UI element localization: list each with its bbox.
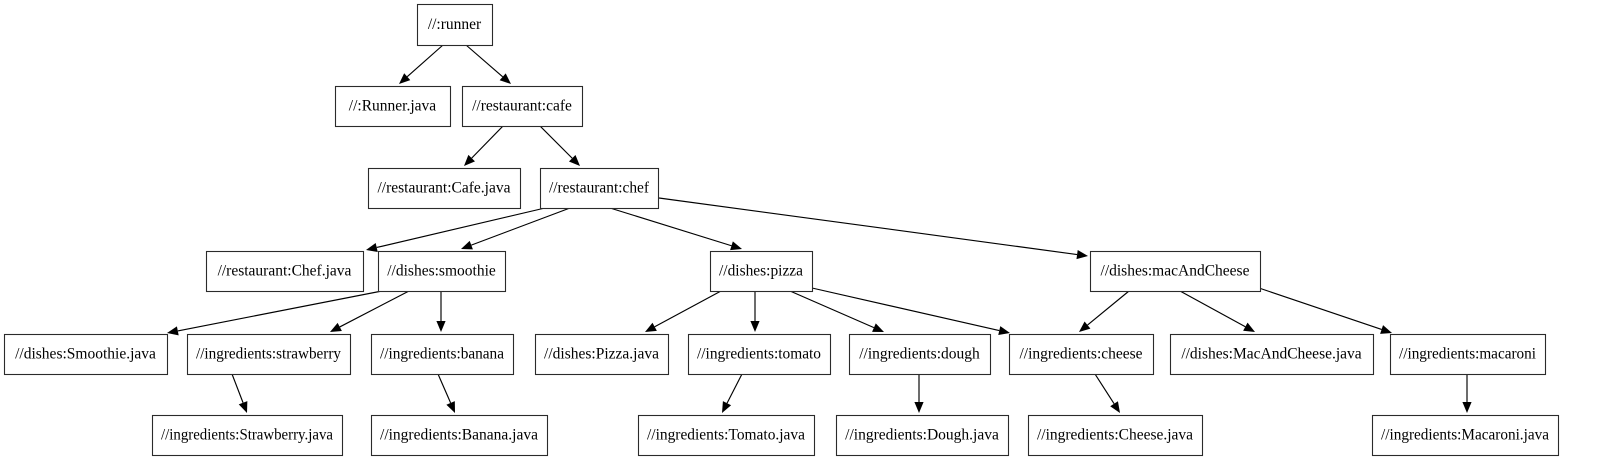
graph-node-label: //restaurant:chef (549, 180, 650, 197)
graph-node-label: //ingredients:macaroni (1399, 346, 1537, 363)
graph-node-label: //ingredients:dough (859, 346, 980, 363)
edges-layer (167, 44, 1472, 413)
graph-node-label: //dishes:macAndCheese (1101, 263, 1250, 280)
graph-node-dough[interactable]: //ingredients:dough (848, 333, 992, 376)
graph-edge (539, 125, 580, 166)
nodes-layer: //:runner //:Runner.java //restaurant:cafe… (3, 3, 1560, 457)
graph-node-banana_java[interactable]: //ingredients:Banana.java (370, 414, 549, 457)
graph-node-macaroni[interactable]: //ingredients:macaroni (1389, 333, 1547, 376)
graph-edge (461, 207, 571, 250)
graph-edge (436, 291, 446, 332)
graph-node-label: //dishes:Smoothie.java (15, 346, 156, 363)
graph-edge (231, 373, 248, 413)
graph-edge (465, 44, 511, 84)
graph-node-label: //ingredients:Cheese.java (1037, 427, 1193, 444)
graph-edge (1258, 287, 1392, 334)
graph-node-label: //:Runner.java (349, 98, 437, 115)
graph-node-smoothie[interactable]: //dishes:smoothie (377, 250, 507, 293)
graph-edge (330, 290, 410, 332)
graph-node-label: //dishes:Pizza.java (544, 346, 659, 363)
graph-node-label: //dishes:pizza (719, 263, 803, 280)
graph-edge (1094, 373, 1120, 413)
graph-node-banana[interactable]: //ingredients:banana (370, 333, 515, 376)
graph-node-cheese_java[interactable]: //ingredients:Cheese.java (1027, 414, 1204, 457)
graph-node-tomato_java[interactable]: //ingredients:Tomato.java (637, 414, 816, 457)
graph-node-label: //restaurant:cafe (472, 98, 572, 115)
graph-node-dough_java[interactable]: //ingredients:Dough.java (835, 414, 1010, 457)
graph-edge (1462, 374, 1472, 413)
graph-edge (722, 373, 743, 413)
graph-node-macaroni_java[interactable]: //ingredients:Macaroni.java (1371, 414, 1560, 457)
graph-node-label: //ingredients:banana (380, 346, 504, 363)
graph-node-runner_java[interactable]: //:Runner.java (334, 85, 452, 128)
graph-edge (645, 290, 722, 332)
graph-node-label: //ingredients:Tomato.java (647, 427, 805, 444)
graph-node-label: //ingredients:Strawberry.java (161, 427, 333, 444)
graph-node-label: //restaurant:Chef.java (218, 263, 352, 280)
graph-node-label: //:runner (428, 16, 482, 33)
graph-edge (437, 373, 455, 413)
graph-edge (750, 291, 760, 332)
graph-node-cafe[interactable]: //restaurant:cafe (461, 85, 584, 128)
graph-node-strawberry_java[interactable]: //ingredients:Strawberry.java (151, 414, 344, 457)
graph-edge (366, 207, 546, 252)
graph-node-strawberry[interactable]: //ingredients:strawberry (186, 333, 352, 376)
graph-node-label: //dishes:MacAndCheese.java (1181, 346, 1361, 363)
graph-node-label: //restaurant:Cafe.java (378, 180, 511, 197)
graph-edge (658, 197, 1088, 260)
graph-node-macandcheese_java[interactable]: //dishes:MacAndCheese.java (1169, 333, 1375, 376)
graph-edge (464, 125, 504, 166)
graph-edge (399, 44, 444, 84)
graph-node-label: //ingredients:tomato (697, 346, 821, 363)
graph-edge (811, 287, 1010, 336)
graph-node-label: //ingredients:Dough.java (845, 427, 999, 444)
graph-node-label: //ingredients:cheese (1019, 346, 1142, 363)
graph-edge (914, 374, 924, 413)
graph-node-label: //ingredients:Banana.java (380, 427, 538, 444)
graph-node-label: //dishes:smoothie (387, 263, 496, 280)
graph-edge (1079, 290, 1130, 332)
graph-node-label: //ingredients:strawberry (196, 346, 341, 363)
graph-node-tomato[interactable]: //ingredients:tomato (687, 333, 832, 376)
graph-node-label: //ingredients:Macaroni.java (1381, 427, 1549, 444)
graph-edge (167, 290, 383, 336)
graph-node-chef_java[interactable]: //restaurant:Chef.java (205, 250, 365, 293)
graph-edge (789, 290, 884, 332)
graph-node-chef[interactable]: //restaurant:chef (539, 167, 660, 210)
graph-edge (609, 207, 742, 251)
graph-node-pizza_java[interactable]: //dishes:Pizza.java (534, 333, 670, 376)
graph-edge (1179, 290, 1255, 332)
graph-node-cheese[interactable]: //ingredients:cheese (1008, 333, 1155, 376)
graph-node-cafe_java[interactable]: //restaurant:Cafe.java (367, 167, 522, 210)
graph-node-runner[interactable]: //:runner (416, 3, 494, 47)
graph-node-smoothie_java[interactable]: //dishes:Smoothie.java (3, 333, 169, 376)
graph-node-pizza[interactable]: //dishes:pizza (709, 250, 814, 293)
graph-node-macandcheese[interactable]: //dishes:macAndCheese (1089, 250, 1262, 293)
